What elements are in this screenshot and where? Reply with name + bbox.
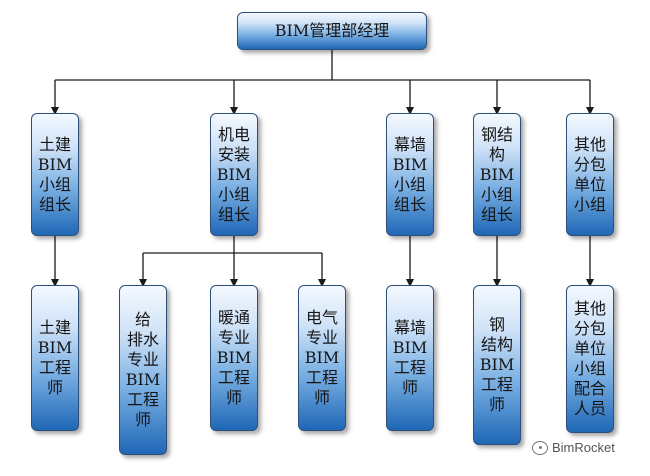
root-label: BIM管理部经理 — [274, 21, 390, 40]
node-label: 给 排水 专业 BIM 工程 师 — [125, 310, 161, 429]
node-civil-engineer: 土建 BIM 工程 师 — [31, 285, 79, 431]
node-label: 电气 专业 BIM 工程 师 — [304, 308, 340, 407]
node-steel-leader: 钢结 构 BIM 小组 组长 — [473, 113, 521, 236]
chat-bubble-icon — [532, 440, 548, 455]
root-node-bim-manager: BIM管理部经理 — [237, 12, 427, 50]
node-plumbing-engineer: 给 排水 专业 BIM 工程 师 — [119, 285, 167, 455]
node-electrical-engineer: 电气 专业 BIM 工程 师 — [298, 285, 346, 431]
node-steel-engineer: 钢 结构 BIM 工程 师 — [473, 285, 521, 445]
node-label: 钢 结构 BIM 工程 师 — [479, 315, 515, 414]
node-label: 幕墙 BIM 小组 组长 — [392, 134, 428, 214]
node-other-leader: 其他 分包 单位 小组 — [566, 113, 614, 236]
node-label: 其他 分包 单位 小组 配合 人员 — [573, 299, 606, 418]
node-label: 土建 BIM 小组 组长 — [37, 134, 73, 214]
node-label: 暖通 专业 BIM 工程 师 — [216, 308, 252, 407]
node-label: 机电 安装 BIM 小组 组长 — [216, 124, 252, 224]
node-civil-leader: 土建 BIM 小组 组长 — [31, 113, 79, 236]
node-mep-leader: 机电 安装 BIM 小组 组长 — [210, 113, 258, 236]
node-other-staff: 其他 分包 单位 小组 配合 人员 — [566, 285, 614, 433]
node-curtain-leader: 幕墙 BIM 小组 组长 — [386, 113, 434, 236]
watermark-text: BimRocket — [552, 440, 615, 455]
node-label: 土建 BIM 工程 师 — [37, 318, 73, 397]
node-hvac-engineer: 暖通 专业 BIM 工程 师 — [210, 285, 258, 431]
watermark: BimRocket — [532, 440, 615, 455]
node-label: 钢结 构 BIM 小组 组长 — [479, 124, 515, 224]
node-curtain-engineer: 幕墙 BIM 工程 师 — [386, 285, 434, 431]
node-label: 其他 分包 单位 小组 — [573, 134, 606, 214]
node-label: 幕墙 BIM 工程 师 — [392, 318, 428, 397]
